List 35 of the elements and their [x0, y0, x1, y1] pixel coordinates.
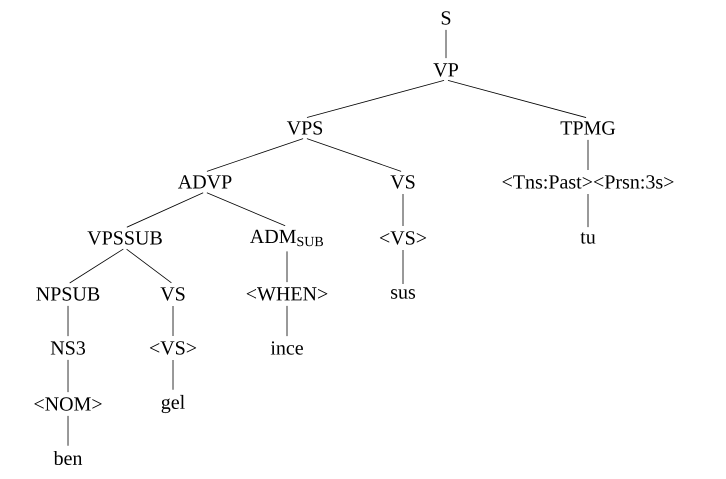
tree-label: sus — [391, 289, 416, 299]
tree-label: gel — [162, 394, 185, 414]
tree-label: <Tns:Past><Prsn:3s> — [502, 175, 674, 189]
tree-label: <VS> — [150, 341, 196, 355]
tree-label: TPMG — [560, 121, 616, 135]
tree-branch — [286, 251, 288, 282]
tree-label: NS3 — [50, 341, 85, 355]
tree-label: tu — [580, 232, 596, 244]
tree-label: VPS — [286, 121, 322, 135]
tree-branch — [402, 194, 404, 226]
tree-label: <VS> — [380, 231, 426, 245]
tree-label: <NOM> — [34, 397, 102, 411]
tree-label: VS — [160, 287, 185, 301]
tree-label: VP — [433, 63, 458, 77]
tree-label: <WHEN> — [246, 287, 328, 301]
tree-label: NPSUB — [36, 287, 100, 301]
tree-label: ADM$_{SUB}$ — [250, 230, 324, 246]
tree-branch — [448, 80, 586, 118]
tree-branch — [172, 360, 174, 390]
tree-branch — [306, 80, 444, 118]
tree-label: ADVP — [178, 175, 232, 189]
tree-label: ben — [54, 450, 82, 466]
tree-branch — [206, 138, 304, 172]
tree-branch — [206, 192, 286, 226]
tree-branch — [306, 138, 402, 172]
tree-branch — [126, 192, 204, 228]
tree-label: VPSSUB — [87, 231, 162, 245]
tree-branch — [402, 250, 404, 284]
tree-label: ince — [270, 341, 303, 355]
tree-branch — [286, 306, 288, 336]
tree-branch — [69, 248, 124, 284]
tree-branch — [172, 306, 174, 336]
tree-branch — [126, 248, 172, 284]
tree-label: S — [442, 11, 450, 25]
tree-label: VS — [390, 175, 415, 189]
